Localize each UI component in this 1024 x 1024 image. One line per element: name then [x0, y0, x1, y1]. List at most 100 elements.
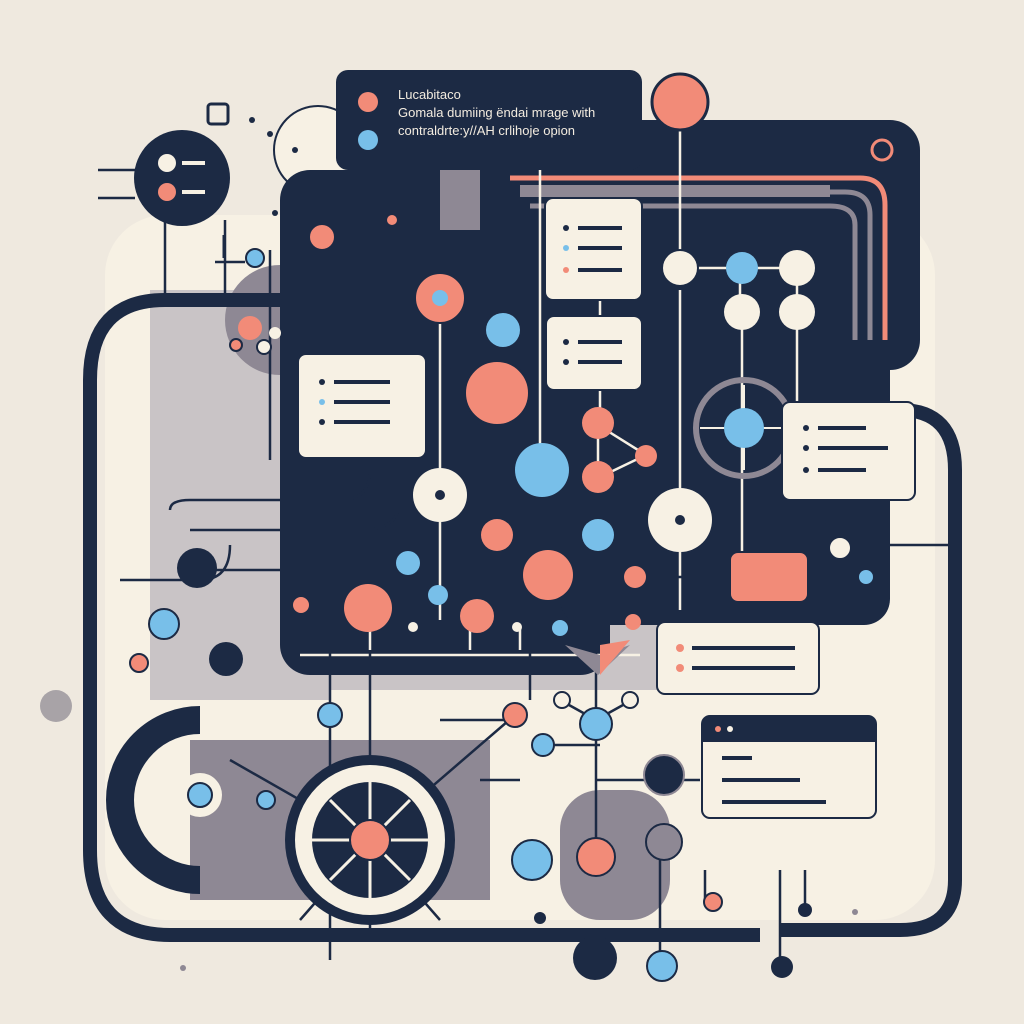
node-h — [269, 327, 281, 339]
node-o — [523, 550, 573, 600]
node-r — [624, 566, 646, 588]
dot-1 — [249, 117, 255, 123]
toggle-icon — [134, 130, 230, 226]
node-cc — [502, 702, 528, 728]
dot-5 — [285, 202, 291, 208]
target-center — [724, 408, 764, 448]
node-q — [428, 585, 448, 605]
line-tree-left — [480, 650, 532, 782]
node-big-coral — [464, 360, 530, 426]
small-decor — [180, 102, 858, 971]
node-dark-left — [177, 548, 217, 588]
node-d-center — [432, 290, 448, 306]
node-mm — [576, 837, 616, 877]
tooltip-box — [336, 70, 642, 170]
target-ring — [693, 377, 795, 479]
pipe-gray-1 — [520, 189, 873, 340]
node-rr — [646, 950, 678, 982]
dot-3 — [292, 147, 298, 153]
tooltip-line-2: contraldrte:y//AH crlihoje opion — [398, 123, 576, 138]
node-big-sky — [515, 443, 569, 497]
node-grid-5 — [779, 294, 815, 330]
node-w — [512, 622, 522, 632]
parallel-pipes — [510, 175, 888, 340]
list-card-5 — [656, 621, 820, 695]
node-ii — [256, 790, 276, 810]
node-ll — [511, 839, 553, 881]
node-x — [552, 620, 568, 636]
line-right-links — [640, 543, 960, 579]
node-k — [635, 445, 657, 467]
node-t — [460, 599, 494, 633]
list-card-6 — [701, 715, 877, 819]
node-b — [245, 248, 265, 268]
node-pp — [534, 912, 546, 924]
tooltip-background — [336, 70, 642, 170]
board-gray-tab — [440, 170, 480, 230]
triangle-link — [596, 422, 649, 480]
square-outline — [206, 102, 230, 126]
node-c — [385, 213, 399, 227]
coral-pill — [729, 551, 809, 603]
list-card-icon — [297, 197, 916, 819]
node-qq — [573, 936, 617, 980]
node-i — [486, 313, 520, 347]
dot-2 — [267, 131, 273, 137]
node-ee — [621, 691, 639, 709]
node-grid-4 — [724, 294, 760, 330]
node-nn — [703, 892, 723, 912]
dot-4 — [272, 210, 278, 216]
dot-7 — [852, 909, 858, 915]
node-sky-left — [148, 608, 180, 640]
node-cream-left-dot — [435, 490, 445, 500]
node-ff — [579, 707, 613, 741]
node-bb — [317, 702, 343, 728]
line-curve-left — [168, 469, 372, 511]
node-u — [293, 597, 309, 613]
pipe-gray-2 — [530, 203, 858, 340]
node-y — [625, 614, 641, 630]
tooltip-dot-coral — [358, 92, 378, 112]
node-a — [308, 223, 336, 251]
node-j — [582, 407, 614, 439]
node-grid-3 — [779, 250, 815, 286]
toggle-dot-cream — [158, 154, 176, 172]
gear-icon — [285, 755, 455, 925]
node-z — [828, 536, 852, 560]
half-ring-stroke — [106, 706, 201, 894]
nodes — [129, 72, 894, 982]
dot-6 — [180, 965, 186, 971]
markers — [565, 422, 649, 675]
node-ring-corner — [870, 138, 894, 162]
node-p — [396, 551, 420, 575]
node-dark-left-2 — [209, 642, 243, 676]
tooltip-line-1: Gomala dumiing ëndai mrage with — [398, 105, 596, 120]
node-n — [582, 519, 614, 551]
tooltip-text: Lucabitaco Gomala dumiing ëndai mrage wi… — [398, 86, 638, 140]
line-curve-left-2 — [190, 470, 402, 532]
line-right-curve — [814, 518, 837, 541]
node-oo — [798, 903, 812, 917]
node-grid-2 — [726, 252, 758, 284]
node-grid-1 — [661, 249, 699, 287]
bg-dot-left — [40, 690, 72, 722]
node-v — [408, 622, 418, 632]
node-m — [481, 519, 513, 551]
node-l — [582, 461, 614, 493]
node-s — [344, 584, 392, 632]
tooltip-title: Lucabitaco — [398, 87, 461, 102]
node-hh — [187, 782, 213, 808]
toggle-lines — [182, 161, 205, 194]
node-e — [238, 316, 262, 340]
list-card-2 — [545, 315, 643, 391]
toggle-dot-coral — [158, 183, 176, 201]
list-card-3 — [297, 353, 427, 459]
arrow-coral-marker — [600, 640, 630, 675]
node-ss — [771, 956, 793, 978]
node-kk — [645, 823, 683, 861]
node-jj — [643, 754, 685, 796]
node-coral-left — [129, 653, 149, 673]
list-card-1 — [544, 197, 643, 301]
